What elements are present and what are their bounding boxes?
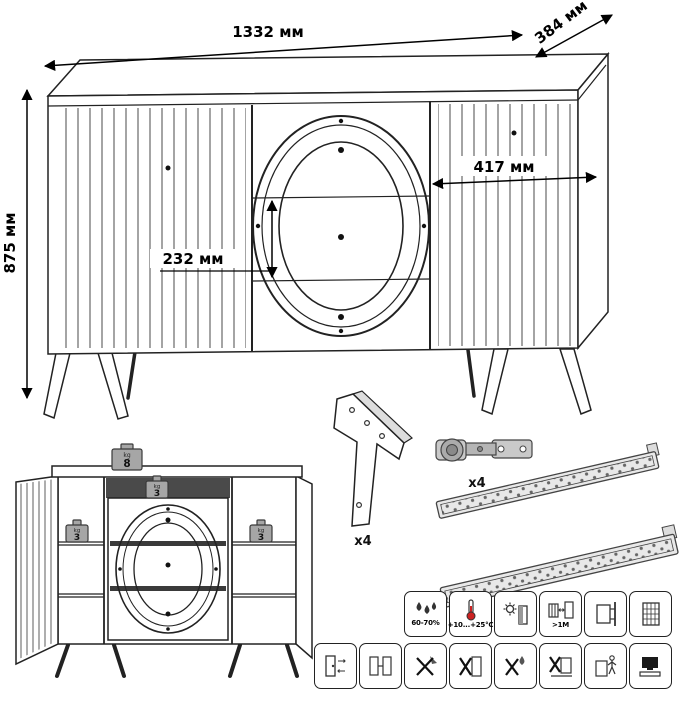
shelves: [58, 541, 296, 598]
svg-text:kg: kg: [258, 528, 265, 534]
icon-humidity: 60-70%: [404, 591, 447, 637]
leg-qty-label: x4: [354, 534, 371, 549]
back-legs: [126, 348, 476, 400]
width-label-bg: [222, 20, 314, 42]
left-door-fluting: [58, 108, 246, 348]
metal-leg-part: x4: [333, 390, 413, 549]
no-sharp-tools-icon: [415, 655, 437, 676]
icon-temperature: +10...+25°C: [447, 591, 494, 637]
side-face: [577, 51, 609, 351]
icon-temperature-label: +10...+25°C: [447, 621, 494, 629]
knobs: [165, 130, 517, 320]
ventilation-grid-icon: [641, 601, 660, 626]
depth-label: 384 мм: [531, 0, 591, 48]
weight-top-8kg: kg 8: [111, 443, 143, 471]
depth-arrow: [535, 14, 613, 58]
inner-width-label-bg: [458, 156, 550, 176]
icon-no-wet-cleaning: [494, 643, 537, 689]
icon-humidity-label: 60-70%: [411, 619, 440, 627]
weight-right-shelf-3kg: kg 3: [249, 519, 273, 543]
icon-appliance-load: [629, 643, 672, 689]
no-wet-cleaning-icon: [504, 655, 524, 676]
drawer-slide-upper: [435, 442, 660, 519]
humidity-drops-icon: [416, 602, 436, 614]
open-cabinet-view: kg 8 kg 3 kg 3 kg 3: [15, 443, 313, 678]
drawer-height-label-bg: [150, 249, 236, 268]
drawer-slide-lower: [439, 524, 679, 608]
no-leaning-icon: [458, 655, 482, 677]
appliance-icon: [638, 656, 661, 677]
leg-screw-holes: [349, 407, 386, 509]
icon-no-climbing: [584, 643, 627, 689]
drawer-height-label: 232 мм: [162, 250, 223, 268]
icon-wall-anchor: [584, 591, 627, 637]
open-cabinet-legs: [55, 643, 299, 678]
icon-sunlight: [494, 591, 537, 637]
svg-text:3: 3: [154, 489, 160, 499]
svg-text:3: 3: [258, 533, 264, 543]
top-slab-edge: [47, 99, 579, 107]
icon-no-sharp-tools: [404, 643, 447, 689]
svg-text:8: 8: [123, 458, 130, 470]
weight-left-shelf-3kg: kg 3: [65, 519, 89, 543]
svg-text:3: 3: [74, 533, 80, 543]
oval-decor: [252, 115, 430, 337]
care-icons-row-2: [314, 643, 672, 689]
inner-width-label: 417 мм: [473, 158, 534, 176]
inner-width-arrow: [431, 171, 598, 190]
svg-text:kg: kg: [154, 484, 161, 490]
care-icons-row-1: 60-70% +10...+25°C: [404, 591, 672, 637]
hinge-qty-label: x4: [468, 476, 485, 491]
width-arrow: [43, 30, 524, 71]
icon-radiator-distance: >1M: [539, 591, 582, 637]
weight-drawer-3kg: kg 3: [145, 475, 169, 499]
door-adjust-icon: [324, 654, 346, 677]
no-climbing-icon: [594, 654, 616, 677]
icon-no-leaning: [449, 643, 492, 689]
drawer-slot-1: [110, 541, 226, 546]
icon-radiator-label: >1M: [551, 620, 570, 629]
no-dragging-icon: [548, 655, 572, 677]
icon-ventilation: [629, 591, 672, 637]
front-legs: [43, 348, 592, 420]
open-left-door-fluting: [19, 479, 55, 659]
thermometer-icon: [466, 599, 475, 621]
drawer-knobs: [165, 517, 171, 617]
icon-two-person-carry: [359, 643, 402, 689]
open-right-door: [295, 474, 313, 660]
top-slab-edge-side: [577, 64, 607, 101]
height-label: 875 мм: [1, 212, 19, 273]
open-cabinet-top: [51, 465, 303, 478]
width-label: 1332 мм: [232, 23, 304, 41]
drawer-slot-2: [110, 586, 226, 591]
icon-door-adjust: [314, 643, 357, 689]
radiator-icon: [547, 600, 574, 619]
two-panels-icon: [368, 655, 392, 676]
sun-icon: [503, 602, 528, 625]
icon-no-dragging: [539, 643, 582, 689]
svg-text:kg: kg: [123, 452, 130, 459]
sideboard-perspective-view: [43, 51, 610, 420]
right-door-fluting: [438, 104, 572, 346]
svg-text:kg: kg: [74, 528, 81, 534]
wall-anchor-icon: [595, 601, 616, 626]
drawer-slides: [435, 442, 679, 608]
hinge-part: x4: [435, 438, 533, 491]
drawer-line-bottom: [251, 278, 431, 282]
